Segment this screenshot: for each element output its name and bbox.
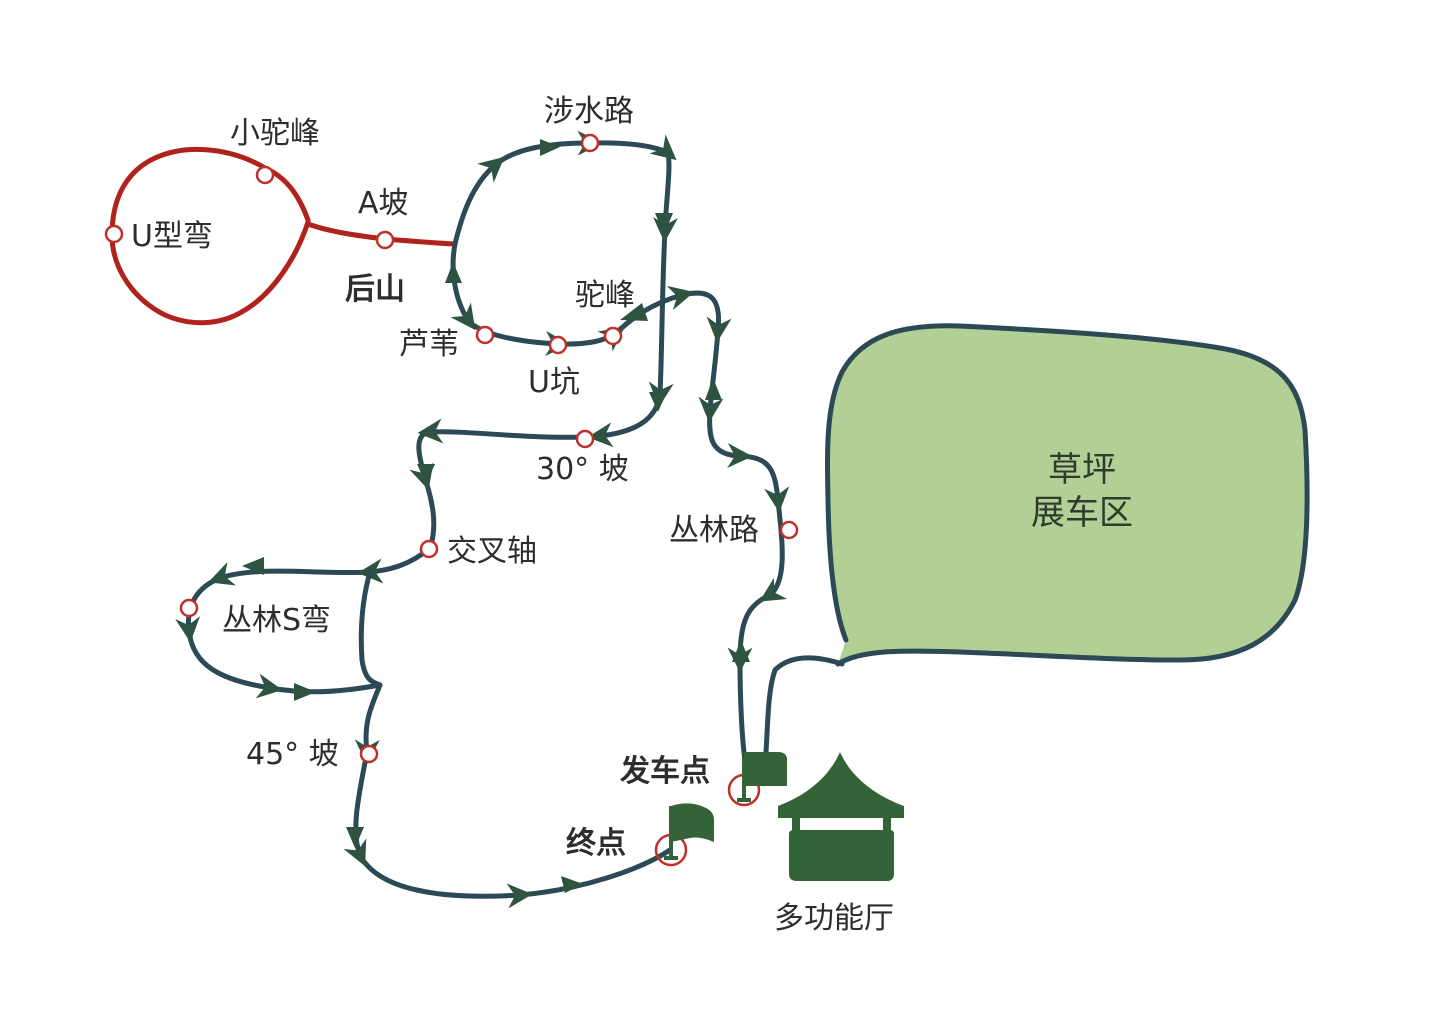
node-u-keng: [548, 335, 568, 355]
pavilion-icon: [778, 752, 904, 881]
finish-flag: [654, 803, 714, 867]
node-30-po: [575, 429, 595, 449]
map-labels: 小驼峰 A坡 U型弯 后山 涉水路 驼峰 芦苇 U坑 30° 坡 交叉轴 丛林S…: [131, 94, 1133, 936]
label-45-po: 45° 坡: [246, 737, 339, 772]
arrowhead-icon: [620, 303, 648, 321]
node-45-po: [359, 744, 379, 764]
arrowhead-icon: [346, 827, 364, 848]
lawn-exhibition-area: [825, 323, 1310, 667]
arrowhead-icon: [561, 876, 583, 893]
arrowhead-icon: [732, 640, 750, 662]
label-conglinlu: 丛林路: [669, 513, 759, 548]
label-zhongdian: 终点: [566, 826, 626, 861]
arrowhead-icon: [649, 392, 667, 412]
label-tuofeng: 驼峰: [575, 278, 635, 313]
node-conglin-s-wan: [179, 598, 199, 618]
label-u-xingwan: U型弯: [131, 219, 213, 254]
label-u-keng: U坑: [528, 365, 580, 400]
arrowhead-icon: [417, 464, 435, 484]
label-zhancheqv: 展车区: [1031, 493, 1133, 533]
lawn-connector: [763, 655, 845, 755]
node-u-xingwan: [104, 224, 124, 244]
arrowhead-icon: [294, 683, 316, 701]
inner-hump-route: [450, 241, 790, 763]
checkpoint-nodes: [104, 133, 799, 764]
arrowhead-icon: [242, 557, 264, 575]
flag-icon: [744, 752, 788, 786]
label-xiao-tuofeng: 小驼峰: [230, 116, 320, 151]
node-a-po: [375, 230, 395, 250]
arrowhead-icon: [540, 139, 560, 156]
finish-route: [343, 682, 673, 909]
flag-icon: [671, 803, 714, 842]
cross-axle-descent: [358, 569, 383, 688]
node-jiaochazhou: [419, 539, 439, 559]
arrowhead-icon: [705, 378, 722, 400]
arrowhead-icon: [655, 213, 673, 235]
label-sheshuilu: 涉水路: [544, 94, 634, 129]
node-luwei: [475, 325, 495, 345]
start-flag: [727, 752, 788, 807]
label-houshan: 后山: [345, 272, 405, 307]
label-a-po: A坡: [358, 186, 409, 221]
node-conglinlu: [779, 520, 799, 540]
node-xiao-tuofeng: [255, 165, 275, 185]
node-sheshuilu: [580, 133, 600, 153]
label-duogongnengting: 多功能厅: [774, 901, 894, 936]
label-luwei: 芦苇: [399, 327, 459, 362]
arrowhead-icon: [445, 262, 462, 283]
label-30-po: 30° 坡: [536, 452, 629, 487]
label-jiaochazhou: 交叉轴: [447, 534, 537, 569]
label-caoping: 草坪: [1048, 450, 1116, 490]
label-conglin-s-wan: 丛林S弯: [222, 603, 331, 638]
direction-arrows: [242, 139, 750, 893]
node-tuofeng: [603, 326, 623, 346]
label-fachedian: 发车点: [619, 754, 710, 789]
